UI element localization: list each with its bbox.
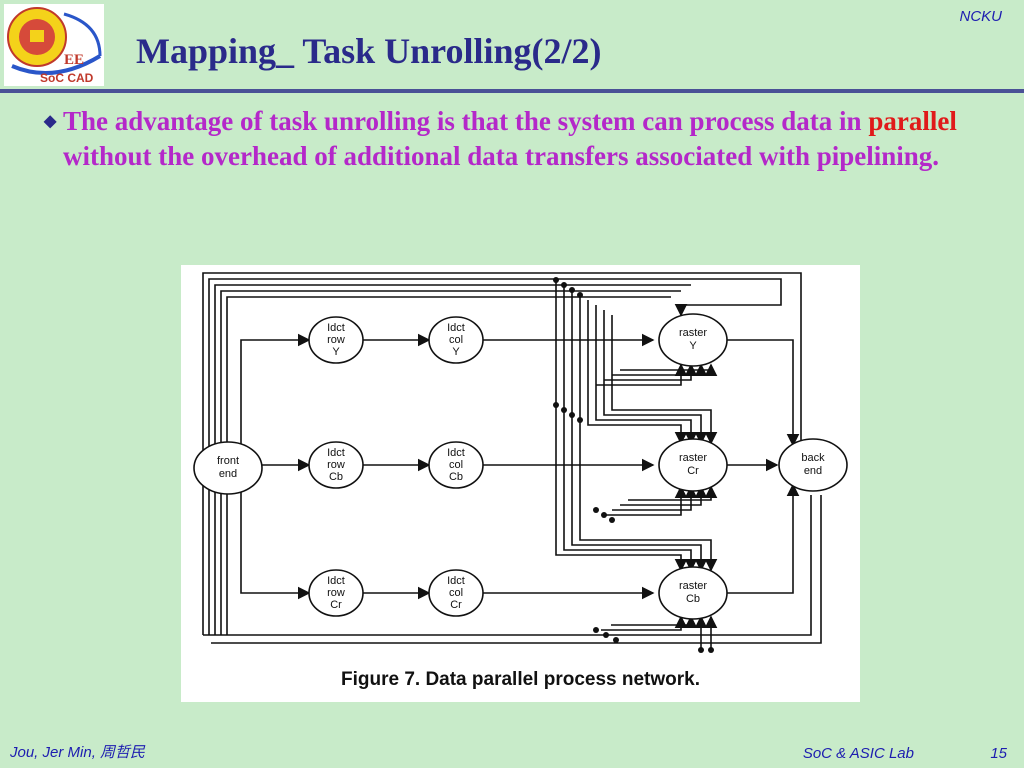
label-raster-y-1: raster	[679, 327, 707, 339]
label-idct-row-cb-1: Idct	[327, 447, 345, 459]
institution-label: NCKU	[959, 8, 1002, 25]
network-diagram: front end Idct row Y Idct col Y Idct row…	[193, 272, 848, 653]
node-idct-row-y	[308, 316, 364, 364]
figure-caption: Figure 7. Data parallel process network.	[340, 669, 700, 690]
label-idct-row-cr-2: row	[327, 587, 345, 599]
label-idct-row-y-3: Y	[332, 346, 340, 358]
author-footer: Jou, Jer Min, 周哲民	[10, 744, 146, 761]
label-idct-col-y-2: col	[449, 334, 463, 346]
label-raster-cb-1: raster	[679, 580, 707, 592]
bullet-highlight: parallel	[868, 106, 957, 136]
svg-text:SoC CAD: SoC CAD	[40, 71, 94, 85]
label-back-end-2: end	[804, 465, 822, 477]
label-front-end-1: front	[217, 455, 239, 467]
node-raster-cb	[658, 566, 728, 620]
node-raster-cr	[658, 438, 728, 492]
slide-title: Mapping_ Task Unrolling(2/2)	[136, 31, 602, 71]
node-raster-y	[658, 313, 728, 367]
label-idct-col-cb-2: col	[449, 459, 463, 471]
label-idct-row-cb-3: Cb	[329, 471, 343, 483]
label-raster-cr-2: Cr	[687, 465, 699, 477]
bullet-text-end: without the overhead of additional data …	[63, 141, 940, 171]
label-raster-cr-1: raster	[679, 452, 707, 464]
label-front-end-2: end	[219, 468, 237, 480]
bullet-text-start: The advantage of task unrolling is that …	[63, 106, 869, 136]
label-idct-row-y-2: row	[327, 334, 345, 346]
label-idct-row-cr-1: Idct	[327, 575, 345, 587]
label-idct-col-cb-1: Idct	[447, 447, 465, 459]
label-idct-row-y-1: Idct	[327, 322, 345, 334]
label-idct-row-cb-2: row	[327, 459, 345, 471]
node-idct-col-cr	[428, 569, 484, 617]
label-idct-col-cr-3: Cr	[450, 599, 462, 611]
node-front-end	[193, 441, 263, 495]
svg-text:EE: EE	[64, 52, 84, 68]
label-idct-col-cb-3: Cb	[449, 471, 463, 483]
node-back-end	[778, 438, 848, 492]
node-idct-col-y	[428, 316, 484, 364]
label-idct-col-cr-2: col	[449, 587, 463, 599]
label-idct-row-cr-3: Cr	[330, 599, 342, 611]
node-idct-row-cr	[308, 569, 364, 617]
label-idct-col-cr-1: Idct	[447, 575, 465, 587]
title-divider	[0, 89, 1024, 93]
process-network-figure: front end Idct row Y Idct col Y Idct row…	[181, 265, 860, 702]
label-idct-col-y-1: Idct	[447, 322, 465, 334]
ncku-logo: EE SoC CAD	[4, 4, 104, 86]
node-idct-row-cb	[308, 441, 364, 489]
label-raster-y-2: Y	[689, 340, 697, 352]
label-idct-col-y-3: Y	[452, 346, 460, 358]
diamond-bullet-icon: ◆	[44, 113, 57, 130]
label-raster-cb-2: Cb	[686, 593, 700, 605]
label-back-end-1: back	[801, 452, 825, 464]
page-number: 15	[990, 745, 1007, 762]
bullet-text: The advantage of task unrolling is that …	[63, 104, 974, 174]
node-idct-col-cb	[428, 441, 484, 489]
lab-footer: SoC & ASIC Lab	[802, 745, 914, 762]
bullet-point: ◆ The advantage of task unrolling is tha…	[44, 104, 974, 174]
